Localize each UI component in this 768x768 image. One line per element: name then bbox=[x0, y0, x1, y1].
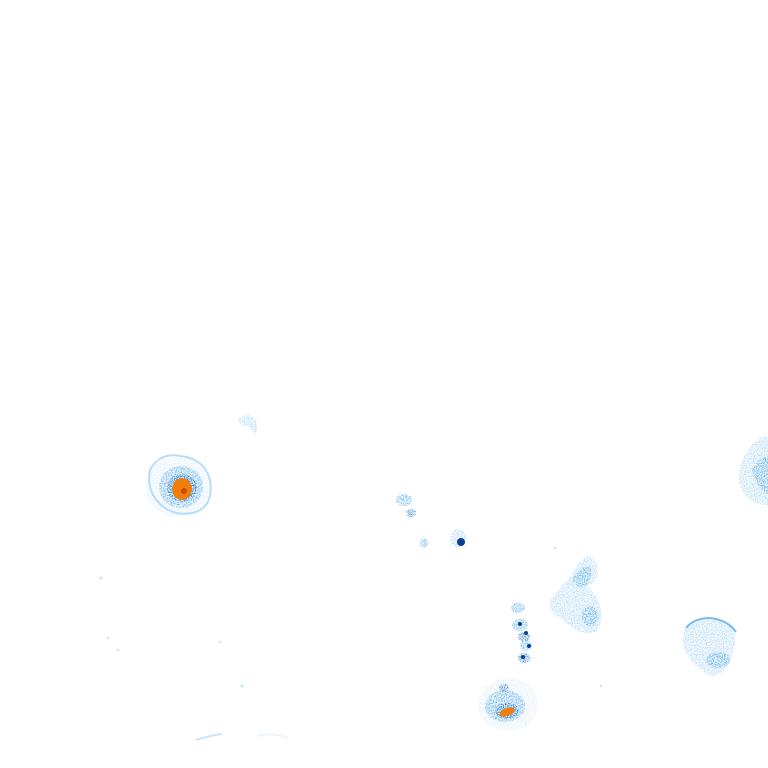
echo-speck bbox=[218, 640, 222, 644]
echo-ragged-inner bbox=[752, 456, 768, 494]
echo-speck bbox=[599, 684, 603, 688]
echo-fragment bbox=[582, 606, 598, 626]
echo-dark-dot bbox=[518, 622, 522, 626]
storm-cell-west bbox=[146, 454, 212, 517]
echo-fragment bbox=[457, 538, 465, 546]
echo-cluster-east-center bbox=[550, 556, 602, 634]
echo-core bbox=[181, 488, 187, 494]
echo-fragment bbox=[518, 632, 530, 642]
storm-line-south bbox=[511, 603, 532, 663]
echo-cluster-center bbox=[396, 494, 466, 548]
echo-fragment bbox=[520, 641, 532, 651]
echo-outline bbox=[685, 616, 737, 633]
echo-fragment bbox=[238, 415, 258, 434]
echo-fragment bbox=[195, 733, 223, 741]
echo-speck bbox=[106, 636, 110, 640]
echo-dark-dot bbox=[524, 631, 528, 635]
echo-speck bbox=[553, 546, 557, 550]
echo-fragment bbox=[396, 494, 412, 506]
echo-fragment bbox=[257, 733, 289, 739]
echo-fragment bbox=[511, 603, 525, 613]
echo-fragment bbox=[420, 538, 428, 548]
echo-speck bbox=[116, 648, 120, 652]
echo-dark-dot bbox=[527, 644, 531, 648]
echo-intense bbox=[499, 707, 515, 717]
echo-fragment bbox=[499, 684, 509, 692]
echo-fragment bbox=[406, 509, 416, 517]
echo-speck bbox=[99, 576, 103, 580]
echo-cluster-east bbox=[682, 616, 737, 676]
echo-ragged-inner bbox=[572, 566, 592, 588]
echo-cluster-edge bbox=[738, 436, 768, 506]
echo-small-north bbox=[238, 415, 258, 434]
echo-faint-scatter bbox=[99, 546, 603, 741]
echo-outline bbox=[148, 454, 212, 515]
echo-speck bbox=[240, 684, 244, 688]
storm-cell-south bbox=[477, 678, 538, 731]
echo-fragment bbox=[706, 652, 730, 668]
echo-dark-dot bbox=[521, 655, 525, 659]
